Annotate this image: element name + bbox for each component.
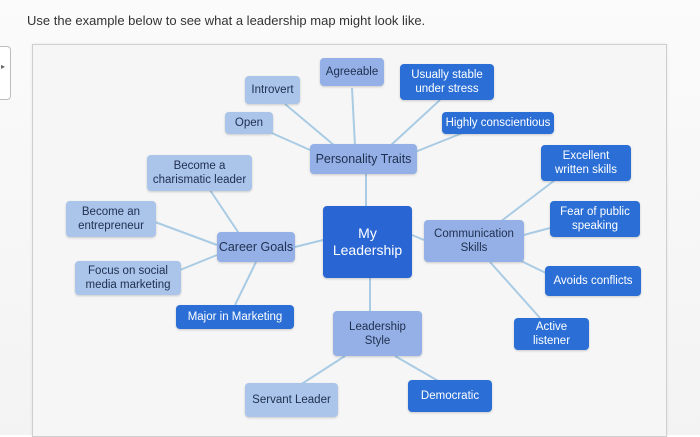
node-democratic: Democratic [408, 380, 492, 412]
node-major-in-marketing: Major in Marketing [176, 305, 294, 329]
node-avoids-conflicts: Avoids conflicts [545, 266, 641, 296]
node-excellent-written-skills: Excellent written skills [541, 145, 631, 181]
connector-personality-agreeable [351, 87, 356, 147]
node-fear-of-public-speaking: Fear of public speaking [550, 201, 640, 237]
connector-communication-written [499, 179, 556, 223]
node-charismatic-leader: Become a charismatic leader [147, 155, 252, 191]
connector-career-charismatic [209, 189, 241, 236]
node-highly-conscientious: Highly conscientious [442, 112, 554, 134]
node-open: Open [225, 112, 273, 134]
node-personality-traits: Personality Traits [310, 144, 417, 174]
node-servant-leader: Servant Leader [245, 383, 338, 417]
connector-career-social [179, 254, 218, 271]
connector-career-entrepreneur [154, 221, 218, 246]
connector-communication-listener [489, 261, 541, 319]
node-my-leadership: My Leadership [323, 206, 412, 278]
chevron-right-icon[interactable]: ▸ [1, 62, 6, 71]
connector-personality-conscientious [414, 131, 466, 153]
connector-center-career [294, 239, 324, 248]
node-entrepreneur: Become an entrepreneur [66, 201, 156, 237]
instruction-text: Use the example below to see what a lead… [27, 13, 426, 28]
connector-style-servant [299, 355, 346, 386]
node-agreeable: Agreeable [320, 58, 384, 86]
connector-communication-speaking [519, 227, 551, 237]
connector-personality-introvert [284, 103, 336, 147]
node-usually-stable: Usually stable under stress [400, 64, 494, 100]
side-panel-tab[interactable] [0, 46, 11, 100]
node-introvert: Introvert [245, 76, 300, 104]
node-communication-skills: Communication Skills [424, 220, 524, 262]
node-social-media-marketing: Focus on social media marketing [75, 261, 181, 295]
connector-personality-stable [389, 99, 441, 147]
connector-career-marketing [234, 261, 257, 306]
connector-style-democratic [394, 355, 441, 383]
connector-center-communication [411, 234, 425, 241]
node-active-listener: Active listener [514, 318, 589, 350]
connector-personality-open [264, 129, 311, 151]
node-career-goals: Career Goals [217, 232, 295, 262]
node-leadership-style: Leadership Style [333, 311, 422, 356]
